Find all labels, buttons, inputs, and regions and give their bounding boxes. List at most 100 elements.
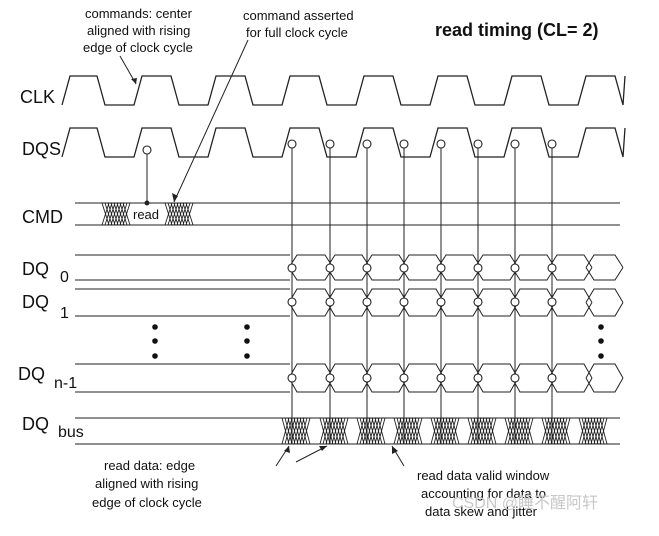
hatch-stroke: [556, 417, 565, 445]
bus-hatch-8: [578, 417, 608, 445]
hatch-stroke: [377, 417, 386, 445]
lane-eye: [548, 363, 593, 393]
hatch-stroke: [467, 417, 476, 445]
dq1-lane: [75, 288, 624, 317]
dq0-marker-5: [473, 263, 483, 273]
hatch-stroke: [334, 417, 343, 445]
hatch-stroke: [433, 417, 442, 445]
hatch-stroke: [590, 417, 599, 445]
hatch-stroke: [331, 417, 340, 445]
hatch-stroke: [167, 202, 176, 226]
dqs-waveform: [61, 127, 626, 158]
lane-eye: [288, 254, 334, 281]
dqs-marker-2: [362, 139, 372, 149]
dqbus-label: DQ: [22, 414, 49, 434]
dq1-marker-1: [325, 297, 335, 307]
arrow-readdata-1: [275, 445, 290, 467]
hatch-stroke: [122, 202, 131, 226]
hatch-stroke: [581, 417, 590, 445]
bus-hatch-1: [319, 417, 349, 445]
hatch-stroke: [113, 202, 122, 226]
lane-eye: [585, 254, 624, 281]
bus-hatch-0: [281, 417, 311, 445]
ellipsis-dot-0-2: [152, 353, 158, 359]
cmd-marker: [144, 200, 150, 206]
lane-eye: [326, 363, 371, 393]
hatch-stroke: [411, 417, 420, 445]
lane-eye: [400, 288, 445, 317]
cmd-waveform: [75, 145, 620, 226]
hatch-stroke: [553, 417, 562, 445]
dqn-marker-6: [510, 373, 520, 383]
hatch-stroke: [337, 417, 346, 445]
hatch-stroke: [176, 202, 185, 226]
dqs-label: DQS: [22, 139, 61, 159]
lane-eye: [474, 363, 519, 393]
dq0-subscript: 0: [60, 269, 69, 286]
hatch-stroke: [587, 417, 596, 445]
bus-hatch-3: [393, 417, 423, 445]
ellipsis-dot-0-0: [152, 324, 158, 330]
hatch-stroke: [296, 417, 305, 445]
hatch-stroke: [445, 417, 454, 445]
lane-eye: [363, 363, 408, 393]
dq-bus-waveform: [75, 417, 620, 445]
hatch-stroke: [119, 202, 128, 226]
ellipsis-dots: [152, 324, 604, 359]
hatch-stroke: [488, 417, 497, 445]
hatch-stroke: [104, 202, 113, 226]
annotation-window-line3: data skew and jitter: [425, 504, 538, 519]
annotation-commands-line3: edge of clock cycle: [83, 40, 193, 55]
dq1-marker-6: [510, 297, 520, 307]
hatch-stroke: [101, 202, 110, 226]
lane-eye: [288, 288, 334, 317]
hatch-stroke: [116, 202, 125, 226]
annotation-readdata-line1: read data: edge: [104, 458, 195, 473]
ellipsis-dot-1-2: [244, 353, 250, 359]
hatch-stroke: [451, 417, 460, 445]
clk-label: CLK: [20, 87, 55, 107]
lane-eye: [400, 363, 445, 393]
lane-eye: [326, 254, 371, 281]
dq0-marker-6: [510, 263, 520, 273]
clk-waveform: [61, 75, 626, 106]
dqs-marker-3: [399, 139, 409, 149]
dqn-marker-7: [547, 373, 557, 383]
hatch-stroke: [374, 417, 383, 445]
dq1-subscript: 1: [60, 305, 69, 322]
dqbus-subscript: bus: [58, 424, 84, 441]
dq1-marker-3: [399, 297, 409, 307]
lane-eye: [548, 288, 593, 317]
hatch-stroke: [284, 417, 293, 445]
annotation-window-line1: read data valid window: [417, 468, 550, 483]
hatch-stroke: [541, 417, 550, 445]
ellipsis-dot-2-1: [598, 338, 604, 344]
dq1-label: DQ: [22, 292, 49, 312]
hatch-stroke: [185, 202, 194, 226]
lane-eye: [585, 363, 624, 393]
hatch-stroke: [359, 417, 368, 445]
arrow-asserted: [172, 39, 249, 203]
lane-eye: [474, 254, 519, 281]
dqn-label: DQ: [18, 364, 45, 384]
bus-hatch-2: [356, 417, 386, 445]
dq0-marker-4: [436, 263, 446, 273]
cmd-hatch-1: [101, 202, 131, 226]
hatch-stroke: [110, 202, 119, 226]
lane-eye: [288, 363, 334, 393]
ellipsis-dot-1-1: [244, 338, 250, 344]
dqn-marker-5: [473, 373, 483, 383]
dq0-marker-2: [362, 263, 372, 273]
lane-eye: [400, 254, 445, 281]
hatch-stroke: [182, 202, 191, 226]
lane-eye: [363, 288, 408, 317]
hatch-stroke: [170, 202, 179, 226]
hatch-stroke: [479, 417, 488, 445]
bus-hatch-5: [467, 417, 497, 445]
bus-hatch-6: [504, 417, 534, 445]
hatch-stroke: [448, 417, 457, 445]
annotation-asserted-line1: command asserted: [243, 8, 354, 23]
dqn-lane: [75, 363, 624, 393]
